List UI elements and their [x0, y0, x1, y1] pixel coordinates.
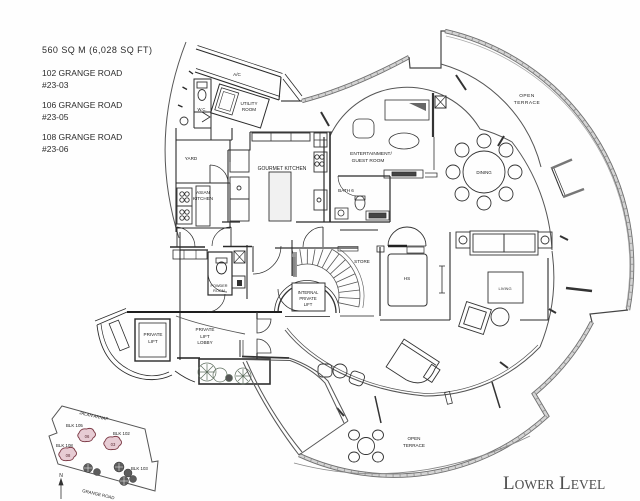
svg-text:OPEN: OPEN: [519, 93, 535, 99]
svg-text:08: 08: [66, 453, 71, 458]
svg-text:102 GRANGE ROAD: 102 GRANGE ROAD: [42, 68, 122, 78]
svg-text:LIFT: LIFT: [200, 334, 210, 339]
svg-text:GOURMET KITCHEN: GOURMET KITCHEN: [258, 166, 307, 172]
svg-text:TERRACE: TERRACE: [514, 100, 540, 106]
svg-text:#23-05: #23-05: [42, 112, 69, 122]
svg-text:BATH 6: BATH 6: [338, 188, 354, 193]
svg-text:OPEN: OPEN: [407, 436, 420, 441]
svg-text:ASIAN: ASIAN: [196, 190, 210, 195]
svg-text:INTERNAL: INTERNAL: [298, 290, 319, 295]
svg-text:LIFT: LIFT: [148, 339, 158, 344]
svg-text:PRIVATE: PRIVATE: [299, 296, 317, 301]
svg-text:106 GRANGE ROAD: 106 GRANGE ROAD: [42, 100, 122, 110]
svg-text:06: 06: [85, 434, 90, 439]
svg-text:LIFT: LIFT: [304, 302, 313, 307]
svg-text:UTILITY: UTILITY: [240, 101, 257, 106]
svg-text:A/C: A/C: [233, 72, 241, 77]
svg-text:LOBBY: LOBBY: [197, 340, 212, 345]
svg-text:YARD: YARD: [185, 156, 198, 161]
svg-text:108 GRANGE ROAD: 108 GRANGE ROAD: [42, 132, 122, 142]
svg-text:ENTERTAINMENT/: ENTERTAINMENT/: [350, 151, 392, 157]
svg-text:#23-03: #23-03: [42, 80, 69, 90]
svg-text:TERRACE: TERRACE: [403, 443, 425, 448]
svg-text:HS: HS: [404, 276, 410, 281]
svg-text:STORE: STORE: [354, 259, 370, 264]
svg-text:KITCHEN: KITCHEN: [193, 196, 213, 201]
svg-text:LOWER LEVEL: LOWER LEVEL: [503, 473, 605, 494]
svg-text:BLK 103: BLK 103: [131, 466, 148, 471]
svg-text:PRIVATE: PRIVATE: [196, 327, 215, 332]
svg-text:POWDER: POWDER: [210, 284, 227, 288]
svg-text:JALAN ARNAP: JALAN ARNAP: [79, 410, 109, 422]
svg-text:W.C.: W.C.: [197, 107, 206, 112]
svg-text:03: 03: [111, 442, 116, 447]
svg-text:ROOM: ROOM: [242, 107, 256, 112]
svg-text:BLK 102: BLK 102: [113, 431, 130, 436]
svg-text:DINING: DINING: [476, 170, 492, 175]
svg-text:LIVING: LIVING: [498, 286, 511, 291]
svg-text:560 SQ M (6,028 SQ FT): 560 SQ M (6,028 SQ FT): [42, 45, 152, 55]
svg-text:#23-06: #23-06: [42, 144, 69, 154]
svg-text:ROOM: ROOM: [213, 289, 225, 293]
svg-text:PRIVATE: PRIVATE: [144, 332, 163, 337]
svg-text:BLK 108: BLK 108: [56, 443, 73, 448]
svg-text:GUEST ROOM: GUEST ROOM: [352, 158, 385, 164]
svg-text:BLK 105: BLK 105: [66, 423, 83, 428]
svg-text:N: N: [59, 473, 63, 479]
